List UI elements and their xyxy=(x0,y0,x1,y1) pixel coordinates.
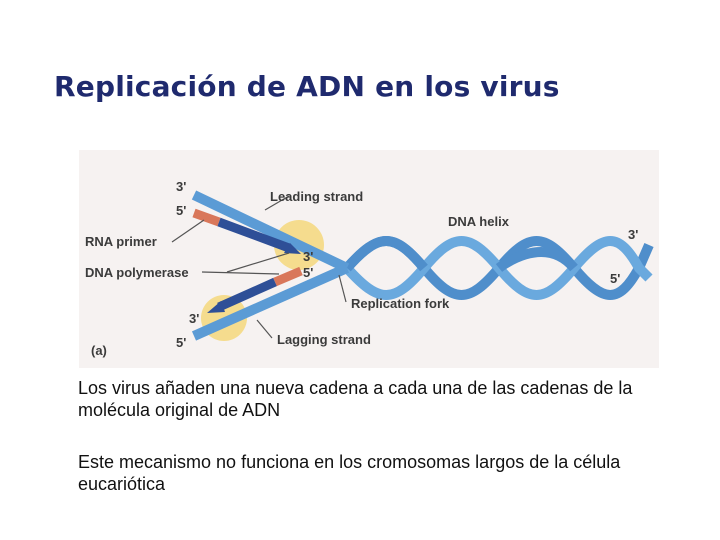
callout-lines xyxy=(171,195,347,339)
dna-replication-figure: Leading strand DNA helix RNA primer DNA … xyxy=(79,150,659,368)
label-dna-polymerase: DNA polymerase xyxy=(85,265,189,280)
paragraph-virus-replication: Los virus añaden una nueva cadena a cada… xyxy=(78,378,633,420)
bottom-parental-strand xyxy=(191,263,350,341)
paragraph-eukaryotic-limitation: Este mecanismo no funciona en los cromos… xyxy=(78,452,621,494)
end-label-bottom-5: 5' xyxy=(176,335,186,350)
dna-helix xyxy=(343,236,654,300)
end-label-bottom-3: 3' xyxy=(189,311,199,326)
top-parental-strand xyxy=(191,190,350,273)
end-label-top-5: 5' xyxy=(176,203,186,218)
dna-replication-diagram: Leading strand DNA helix RNA primer DNA … xyxy=(85,179,654,358)
label-leading-strand: Leading strand xyxy=(270,189,363,204)
end-label-mid-5: 5' xyxy=(303,265,313,280)
end-label-right-5: 5' xyxy=(610,271,620,286)
label-rna-primer: RNA primer xyxy=(85,234,157,249)
label-dna-helix: DNA helix xyxy=(448,214,510,229)
lagging-strand xyxy=(207,266,303,313)
label-replication-fork: Replication fork xyxy=(351,296,450,311)
end-label-top-3: 3' xyxy=(176,179,186,194)
slide-title: Replicación de ADN en los virus xyxy=(54,70,560,103)
end-label-right-3: 3' xyxy=(628,227,638,242)
label-lagging-strand: Lagging strand xyxy=(277,332,371,347)
leading-strand xyxy=(192,208,301,254)
label-panel: (a) xyxy=(91,343,107,358)
end-label-mid-3: 3' xyxy=(303,249,313,264)
